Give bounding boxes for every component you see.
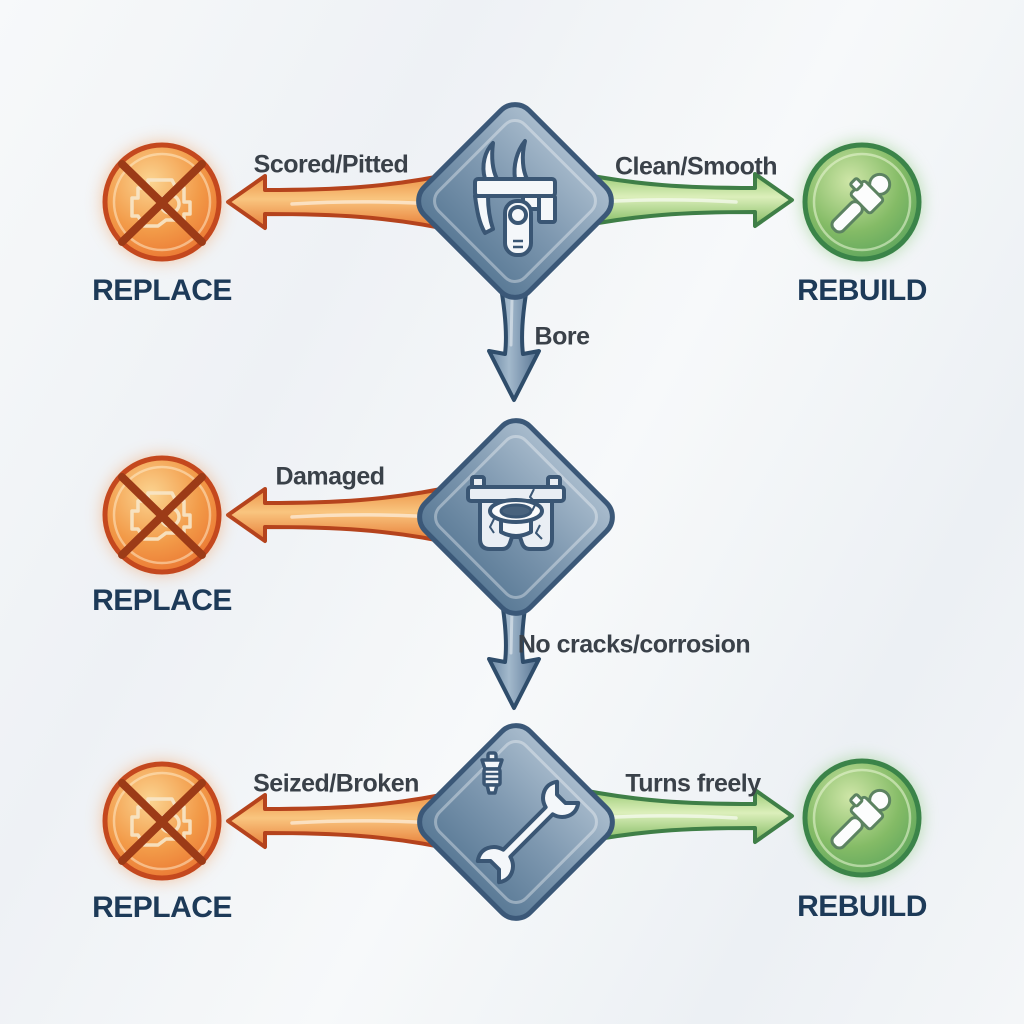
rebuild-node-row3 <box>802 758 922 878</box>
replace-node-row3 <box>102 761 222 881</box>
condition-label-damaged: Damaged <box>275 462 385 491</box>
decision-diamond-rotation <box>411 717 620 926</box>
condition-label-clean-smooth: Clean/Smooth <box>614 152 778 181</box>
connector-label-no-cracks: No cracks/corrosion <box>517 630 751 659</box>
outcome-label-replace-row3: REPLACE <box>92 891 232 924</box>
outcome-label-rebuild-row3: REBUILD <box>797 890 927 923</box>
condition-label-scored-pitted: Scored/Pitted <box>253 150 409 179</box>
engine-block-icon <box>466 475 566 551</box>
replace-node-row1 <box>102 142 222 262</box>
condition-label-seized-broken: Seized/Broken <box>253 769 419 798</box>
rebuild-node-row1 <box>802 142 922 262</box>
replace-node-row2 <box>102 455 222 575</box>
connector-label-bore: Bore <box>534 322 590 351</box>
condition-label-turns-freely: Turns freely <box>625 769 761 798</box>
outcome-label-rebuild-row1: REBUILD <box>797 274 927 307</box>
spark-plug-wrench-icon <box>475 751 581 885</box>
outcome-label-replace-row1: REPLACE <box>92 274 232 307</box>
caliper-icon <box>473 139 557 257</box>
outcome-label-replace-row2: REPLACE <box>92 584 232 617</box>
